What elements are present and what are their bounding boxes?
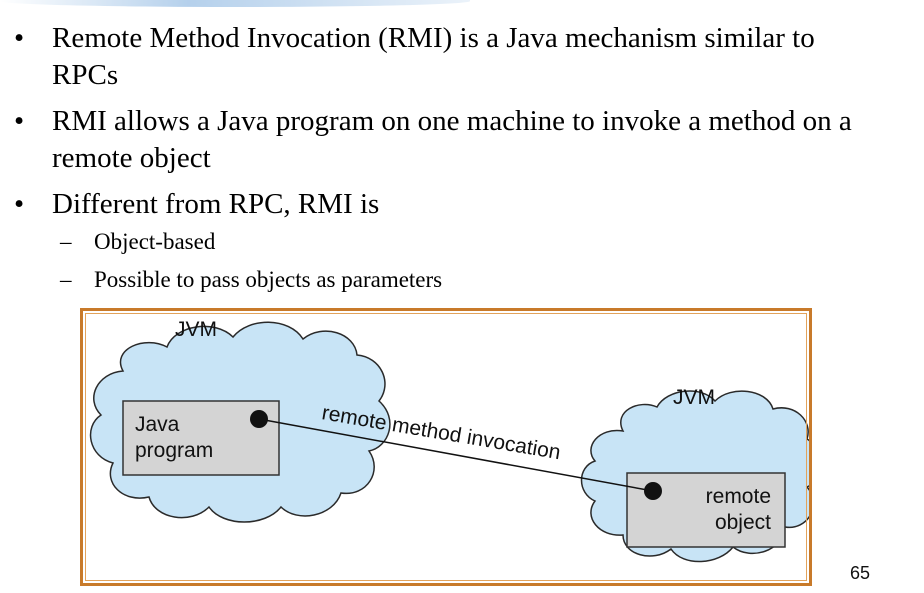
sub-bullet-list: – Object-based – Possible to pass object… — [0, 223, 882, 299]
bullet-item: • RMI allows a Java program on one machi… — [0, 103, 882, 177]
bullet-dot-icon: • — [14, 188, 25, 220]
bullet-item: • Different from RPC, RMI is – Object-ba… — [0, 186, 882, 299]
callee-endpoint-dot — [644, 482, 662, 500]
left-jvm-label: JVM — [175, 318, 217, 341]
dash-icon: – — [60, 229, 72, 254]
bullet-dot-icon: • — [14, 22, 25, 54]
bullet-text: RMI allows a Java program on one machine… — [52, 105, 852, 174]
bullet-dot-icon: • — [14, 105, 25, 137]
caller-endpoint-dot — [250, 410, 268, 428]
dash-icon: – — [60, 267, 72, 292]
sub-bullet-text: Object-based — [94, 229, 216, 254]
remote-object-label-line2: object — [715, 511, 771, 534]
rmi-diagram-frame: JVM JVM Java program remote object remot… — [80, 308, 812, 586]
bullet-text: Remote Method Invocation (RMI) is a Java… — [52, 22, 815, 91]
top-decorative-band — [0, 0, 470, 7]
sub-bullet-text: Possible to pass objects as parameters — [94, 267, 443, 292]
java-program-label-line1: Java — [135, 413, 180, 436]
sub-bullet-item: – Possible to pass objects as parameters — [0, 261, 882, 299]
invocation-line — [258, 418, 654, 492]
page-number: 65 — [850, 563, 871, 583]
sub-bullet-item: – Object-based — [0, 223, 882, 261]
rmi-diagram: JVM JVM Java program remote object remot… — [89, 318, 809, 563]
bullet-text: Different from RPC, RMI is — [52, 188, 380, 220]
bullet-item: • Remote Method Invocation (RMI) is a Ja… — [0, 20, 882, 94]
java-program-label-line2: program — [135, 439, 213, 462]
right-jvm-label: JVM — [673, 386, 715, 409]
remote-object-label-line1: remote — [706, 485, 771, 508]
bullet-list: • Remote Method Invocation (RMI) is a Ja… — [0, 20, 924, 299]
